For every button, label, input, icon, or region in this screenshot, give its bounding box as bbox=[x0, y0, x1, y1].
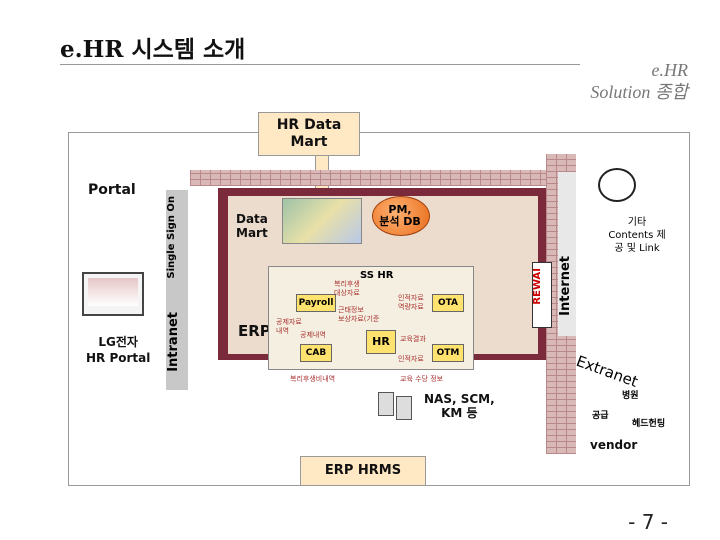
intranet-bar bbox=[166, 190, 188, 390]
portal-label: Portal bbox=[88, 182, 136, 198]
intranet-label: Intranet bbox=[166, 312, 181, 372]
internet-label: Internet bbox=[558, 256, 573, 316]
solution-label-line2: Solution 종합 bbox=[590, 82, 688, 102]
title-underline bbox=[60, 64, 580, 65]
payroll-module: Payroll bbox=[296, 294, 336, 312]
ota-module: OTA bbox=[432, 294, 464, 312]
lg-hr-portal-label: LG전자 HR Portal bbox=[86, 335, 151, 365]
nas-scm-km-label: NAS, SCM, KM 등 bbox=[424, 392, 495, 420]
data-mart-chart-image bbox=[282, 198, 362, 244]
server-icon bbox=[396, 396, 412, 420]
reward-tag bbox=[532, 262, 552, 328]
page-title: e.HR 시스템 소개 bbox=[60, 36, 246, 63]
headhunting-node: 헤드헌팅 bbox=[632, 419, 666, 429]
single-sign-on-label: Single Sign On bbox=[166, 196, 177, 279]
server-icon bbox=[378, 392, 394, 416]
firewall-top bbox=[190, 170, 546, 186]
flow-attendance: 근태정보 보상자료(기준 bbox=[338, 306, 380, 323]
internet-bar bbox=[558, 172, 576, 336]
other-contents-label: 기타 Contents 제 공 및 Link bbox=[608, 217, 666, 254]
hr-data-mart-callout: HR Data Mart bbox=[258, 112, 360, 156]
hr-module: HR bbox=[366, 330, 396, 354]
erp-hrms-callout: ERP HRMS bbox=[300, 456, 426, 486]
flow-personnel2: 인적자료 bbox=[398, 355, 424, 363]
flow-personnel: 인적자료 역량자료 bbox=[398, 294, 424, 311]
flow-welfare-apply: 복리후생 대상자료 bbox=[334, 280, 360, 297]
flow-welfare-hist: 복리후생비내역 bbox=[290, 375, 336, 383]
vendor-label: vendor bbox=[590, 438, 638, 452]
cab-module: CAB bbox=[300, 344, 332, 362]
network-loop-icon bbox=[598, 168, 636, 202]
hospital-node: 병원 bbox=[622, 391, 639, 401]
flow-edu-cost: 교육 수당 정보 bbox=[400, 375, 444, 383]
flow-deduct: 공제자료 내역 bbox=[276, 318, 302, 335]
solution-label-line1: e.HR bbox=[651, 60, 688, 80]
data-mart-label: Data Mart bbox=[236, 212, 268, 240]
page-number: - 7 - bbox=[628, 510, 668, 534]
reward-label: REWAI bbox=[532, 268, 543, 305]
erp-label: ERP bbox=[238, 322, 271, 340]
otm-module: OTM bbox=[432, 344, 464, 362]
flow-edu-result: 교육결과 bbox=[400, 335, 426, 343]
pm-db-node bbox=[372, 196, 430, 236]
flow-deduct-hist: 공제내역 bbox=[300, 331, 326, 339]
supplier-node: 공급 bbox=[592, 411, 609, 421]
portal-screenshot-icon bbox=[82, 272, 144, 316]
pm-db-label: PM, 분석 DB bbox=[379, 203, 421, 228]
ss-hr-badge: SS HR bbox=[360, 270, 394, 281]
